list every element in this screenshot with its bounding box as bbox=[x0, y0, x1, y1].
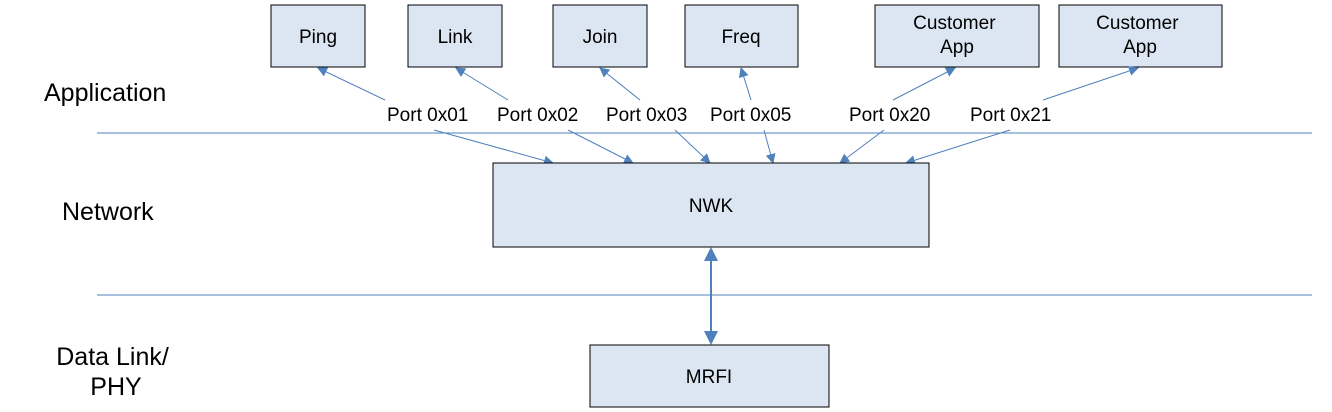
app-box-label: Join bbox=[583, 27, 618, 48]
app-box-label-line2: App bbox=[940, 37, 974, 58]
port-label-0x05: Port 0x05 bbox=[710, 105, 791, 126]
app-box-label-line1: Customer bbox=[913, 13, 996, 34]
mrfi-box-label: MRFI bbox=[686, 367, 732, 388]
port-label-0x02: Port 0x02 bbox=[497, 105, 578, 126]
app-box-freq: Freq bbox=[684, 4, 799, 68]
app-box-label: Ping bbox=[299, 27, 337, 48]
mrfi-box: MRFI bbox=[589, 344, 830, 408]
app-box-link: Link bbox=[407, 4, 503, 68]
port-label-0x01: Port 0x01 bbox=[387, 105, 468, 126]
port-label-0x21: Port 0x21 bbox=[970, 105, 1051, 126]
arrow-port-21-to-nwk bbox=[905, 129, 1011, 166]
app-box-label: Customer App bbox=[913, 13, 1001, 58]
arrow-port-02-to-link bbox=[455, 67, 509, 101]
arrow-port-01-to-nwk bbox=[433, 129, 554, 166]
app-box-label: Link bbox=[438, 27, 473, 48]
app-box-label-line1: Customer bbox=[1096, 13, 1179, 34]
arrow-port-01-to-ping bbox=[317, 67, 386, 101]
layer-label-datalink: Data Link/ PHY bbox=[56, 343, 176, 401]
port-label-0x20: Port 0x20 bbox=[849, 105, 930, 126]
nwk-box-label: NWK bbox=[689, 196, 734, 217]
layer-label-network: Network bbox=[62, 198, 154, 226]
arrow-port-20-to-nwk bbox=[839, 129, 885, 164]
layer-label-datalink-line1: Data Link/ bbox=[56, 343, 169, 371]
app-box-ping: Ping bbox=[270, 4, 366, 68]
arrow-port-05-to-freq bbox=[738, 67, 752, 101]
app-box-customer-app-1: Customer App bbox=[874, 4, 1040, 68]
app-box-customer-app-2: Customer App bbox=[1058, 4, 1223, 68]
layer-label-datalink-line2: PHY bbox=[90, 373, 142, 401]
arrow-port-03-to-nwk bbox=[674, 129, 711, 164]
app-box-label: Customer App bbox=[1096, 13, 1184, 58]
arrow-port-03-to-join bbox=[599, 67, 641, 101]
arrow-port-02-to-nwk bbox=[567, 129, 634, 164]
arrow-port-21-to-customer-app-2 bbox=[1042, 66, 1139, 101]
app-box-label-line2: App bbox=[1123, 37, 1157, 58]
port-label-0x03: Port 0x03 bbox=[606, 105, 687, 126]
layer-label-application: Application bbox=[44, 79, 166, 107]
app-box-label: Freq bbox=[721, 27, 760, 48]
nwk-box: NWK bbox=[492, 162, 930, 248]
arrow-port-20-to-customer-app-1 bbox=[892, 67, 956, 101]
app-box-join: Join bbox=[552, 4, 648, 68]
arrow-port-05-to-nwk bbox=[763, 129, 776, 164]
